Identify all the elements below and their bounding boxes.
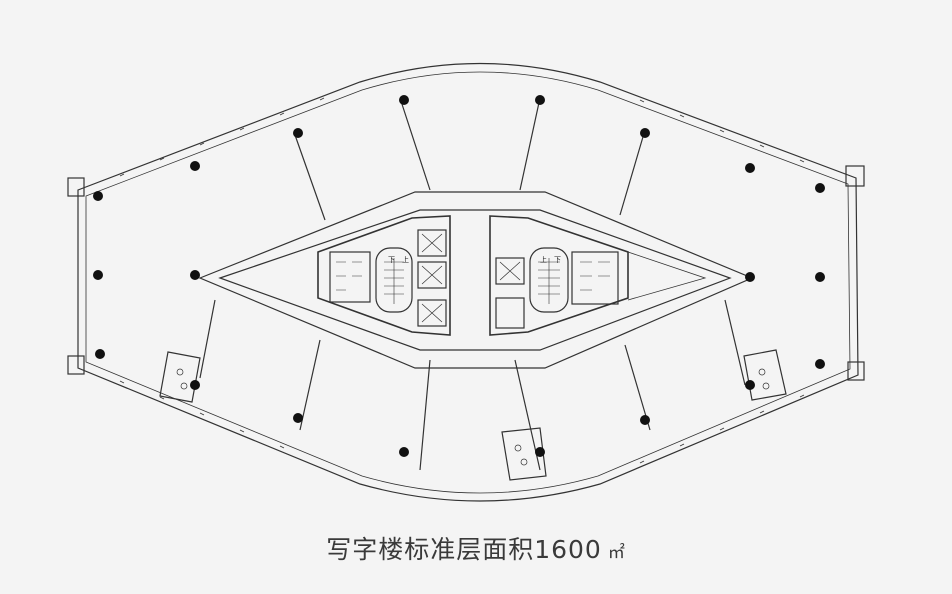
washroom-bottom (501, 427, 547, 481)
stair-down-label-right: 下 (554, 256, 561, 264)
columns (93, 95, 825, 457)
outer-wall (77, 62, 859, 502)
partitions (199, 97, 746, 471)
facade-mullions (119, 97, 805, 464)
corner-bay-br (847, 361, 865, 381)
corridor-inner (218, 209, 732, 351)
washroom-right (743, 349, 787, 401)
caption-text: 写字楼标准层面积1600 (326, 535, 602, 564)
stair-down-label-left: 下 (388, 256, 395, 264)
caption-unit: ㎡ (607, 543, 626, 563)
corridor-outer (198, 191, 754, 369)
washroom-left (159, 351, 201, 403)
corner-bay-bl (67, 355, 85, 375)
outer-wall-inner (85, 71, 851, 494)
core-right (489, 215, 707, 336)
corner-bay-tr (845, 165, 865, 187)
core-left (317, 215, 451, 336)
stair-up-label-left: 上 (402, 255, 409, 264)
corner-bay-tl (67, 177, 85, 197)
stair-up-label-right: 上 (540, 255, 547, 264)
